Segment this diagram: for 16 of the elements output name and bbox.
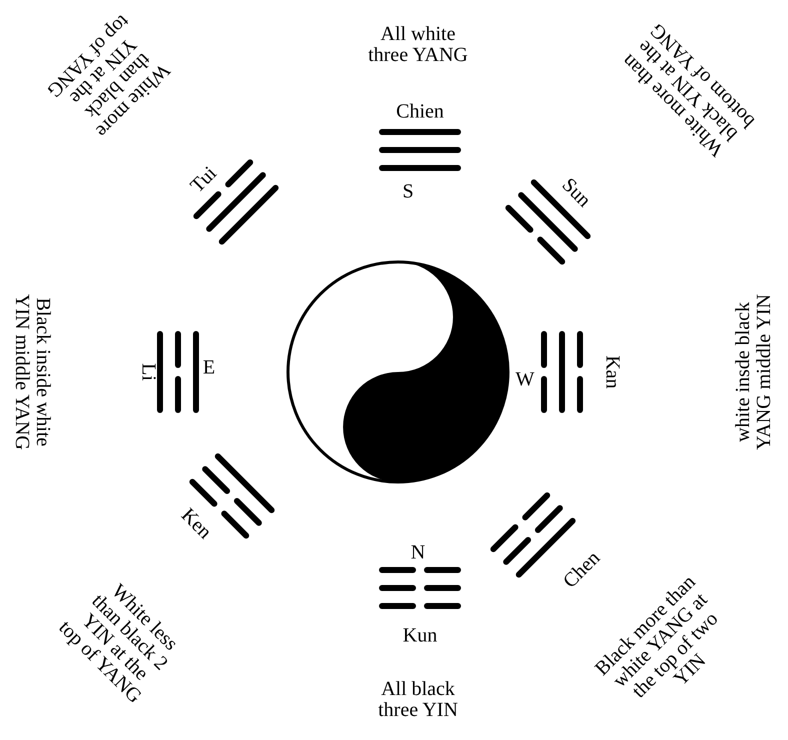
direction-letter: N xyxy=(410,542,426,564)
trigram-name: Ken xyxy=(176,503,217,546)
trigram-name: Sun xyxy=(556,172,596,214)
direction-letter: E xyxy=(202,358,216,378)
trigram-description: white insde black YANG middle YIN xyxy=(733,293,775,452)
trigram-name: Kun xyxy=(402,626,438,646)
trigram-description: Black inside white YIN middle YANG xyxy=(11,293,53,452)
trigram-name: Chien xyxy=(395,102,445,122)
direction-letter: W xyxy=(514,370,536,390)
trigram-name: Li xyxy=(138,362,158,383)
trigram-description: All white three YANG xyxy=(367,24,469,66)
trigram-name: Kan xyxy=(602,354,622,391)
trigram-name: Chen xyxy=(558,546,606,594)
trigram-name: Tui xyxy=(185,161,222,199)
trigram-description: All black three YIN xyxy=(377,679,459,721)
direction-letter: S xyxy=(401,182,415,202)
